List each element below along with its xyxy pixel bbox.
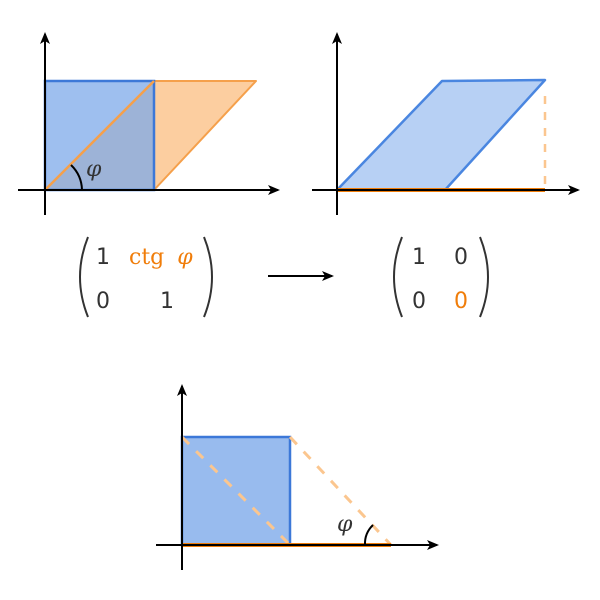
angle-arc-phi (70, 164, 83, 191)
matrix-right-a11: 1 (412, 245, 426, 270)
right-paren (203, 236, 213, 318)
left-paren (393, 236, 403, 318)
left-paren (79, 236, 89, 318)
matrix-left-a11: 1 (96, 245, 110, 270)
angle-label-phi: φ (337, 512, 353, 537)
panel-square-projected: φ (156, 384, 439, 570)
projected-parallelogram (335, 78, 547, 192)
dashed-diagonal-outer (288, 435, 393, 547)
matrix-right-a21: 0 (412, 289, 426, 314)
ctg-phi: φ (177, 245, 193, 270)
matrix-right-a12: 0 (454, 245, 468, 270)
angle-arc-phi (363, 524, 374, 546)
matrix-left-a21: 0 (96, 289, 110, 314)
matrix-right-a22: 0 (454, 289, 468, 314)
ctg-text: ctg (129, 245, 164, 270)
panel-shear-projected (312, 32, 580, 215)
dashed-diagonal-inner (180, 435, 292, 547)
matrix-left: 1 ctg φ 0 1 (79, 236, 213, 318)
parallelogram-left-edge (44, 80, 155, 191)
panel-shear-before: φ (18, 32, 280, 215)
matrix-left-a22: 1 (160, 289, 174, 314)
angle-label-phi: φ (86, 157, 102, 182)
matrix-left-a12: ctg φ (129, 245, 193, 270)
matrix-right: 1 0 0 0 (393, 236, 489, 318)
right-paren (479, 236, 489, 318)
